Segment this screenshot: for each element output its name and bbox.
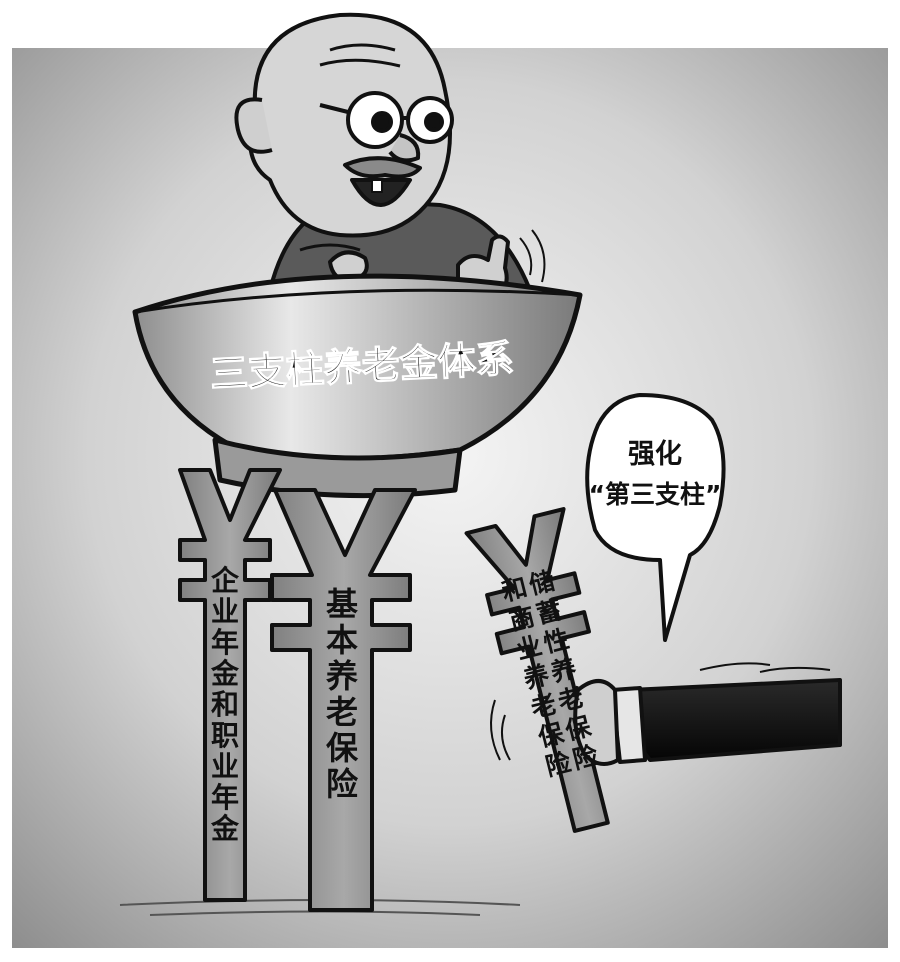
yuan-pillar-enterprise — [178, 468, 282, 902]
pillar-label-enterprise: 企业年金和职业年金 — [210, 564, 240, 845]
speech-line-2: “第三支柱” — [589, 480, 722, 509]
pillar-label-basic: 基本养老保险 — [326, 585, 359, 803]
helping-arm — [573, 662, 842, 766]
pillar-text-enterprise: 企业年金和职业年金 — [210, 564, 240, 845]
speech-line-1: 强化 — [628, 439, 682, 470]
pillar-text-basic: 基本养老保险 — [326, 585, 359, 803]
nose — [388, 133, 421, 163]
old-man-figure — [234, 12, 546, 303]
background-panel — [12, 48, 888, 948]
yuan-pillar-third — [464, 507, 610, 833]
yuan-pillar-basic — [270, 488, 417, 912]
motion-lines — [490, 699, 511, 761]
sleeve — [627, 678, 842, 762]
gripping-hand — [573, 679, 620, 766]
speech-bubble — [585, 393, 726, 642]
mustache — [343, 156, 422, 179]
ear — [234, 97, 273, 154]
